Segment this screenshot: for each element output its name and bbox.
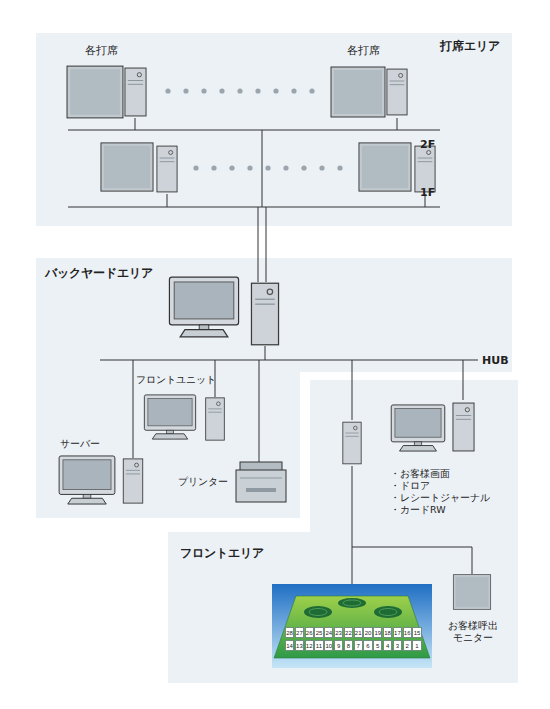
bay-number: 2 (403, 640, 412, 651)
backyard-devices (59, 277, 286, 504)
bay-number: 10 (324, 640, 333, 651)
drop-wire (463, 360, 464, 400)
bay-number: 14 (285, 640, 294, 651)
tower-pc (453, 403, 474, 451)
feature-item: ・レシートジャーナル (390, 492, 490, 503)
bay-number: 4 (383, 640, 392, 651)
front-devices (272, 403, 491, 668)
bay-number: 18 (383, 627, 392, 638)
bay-number: 1 (412, 640, 421, 651)
bay-number: 20 (363, 627, 372, 638)
feature-item: ・ドロア (390, 480, 430, 491)
drop-wire (352, 466, 353, 586)
floor-label: 2F (420, 138, 435, 151)
device-label: お客様呼出 モニター (444, 620, 502, 644)
bay-screen (67, 66, 123, 118)
device-label: プリンター (178, 476, 228, 488)
device-label: 各打席 (85, 44, 118, 57)
bay-number: 9 (334, 640, 343, 651)
branch-wire (352, 547, 472, 574)
riser-wire (262, 130, 263, 207)
area-shape (168, 380, 518, 683)
bay-number: 13 (295, 640, 304, 651)
bay-board (272, 584, 432, 668)
drop-wire (259, 360, 260, 462)
tower-pc (157, 146, 177, 192)
device-label: サーバー (60, 438, 100, 450)
bay-screen (331, 67, 385, 117)
bay-number: 27 (295, 627, 304, 638)
bay-number: 25 (314, 627, 323, 638)
feature-item: ・カードRW (390, 504, 446, 515)
bay-screen (359, 143, 411, 191)
bay-number: 11 (314, 640, 323, 651)
call-screen (453, 575, 490, 610)
drop-wire (167, 194, 168, 207)
bay-number: 24 (324, 627, 333, 638)
drop-wire (135, 118, 136, 130)
wiring (68, 118, 478, 586)
bay-number: 8 (344, 640, 353, 651)
area-title: 打席エリア (440, 39, 500, 53)
bay-number: 3 (393, 640, 402, 651)
tower-pc (125, 68, 146, 116)
area-title: フロントエリア (180, 546, 264, 560)
tower-pc (415, 146, 435, 192)
drop-wire (265, 346, 266, 360)
monitor (391, 405, 445, 451)
bay-number: 26 (305, 627, 314, 638)
floor-bus (68, 207, 440, 208)
ellipsis-dots (165, 88, 342, 170)
bay-screen (101, 143, 153, 191)
bay-devices (67, 66, 435, 192)
drop-wire (133, 360, 134, 458)
tower-pc (251, 283, 278, 345)
drop-wire (397, 118, 398, 130)
bay-number: 5 (373, 640, 382, 651)
monitor (59, 456, 115, 504)
riser-wire (266, 207, 267, 282)
tower-pc (206, 398, 225, 440)
bay-number: 17 (393, 627, 402, 638)
printer-icon (236, 462, 286, 502)
device-label: フロントユニット (136, 374, 216, 386)
hub-label: HUB (482, 354, 509, 367)
tower-pc (387, 69, 407, 115)
drop-wire (215, 360, 216, 397)
bay-number: 6 (363, 640, 372, 651)
tower-pc (123, 459, 142, 503)
bay-number: 15 (412, 627, 421, 638)
bay-number: 19 (373, 627, 382, 638)
monitor (144, 395, 195, 439)
hub-bus (100, 360, 478, 361)
bay-number: 21 (354, 627, 363, 638)
area-title: バックヤードエリア (45, 266, 153, 280)
bay-number: 22 (344, 627, 353, 638)
bay-number: 7 (354, 640, 363, 651)
bay-number: 16 (403, 627, 412, 638)
riser-wire (258, 207, 259, 282)
tower-pc (343, 422, 361, 464)
drop-wire (352, 360, 353, 420)
bay-number: 28 (285, 627, 294, 638)
monitor (169, 277, 238, 337)
bay-number: 12 (305, 640, 314, 651)
device-label: 各打席 (347, 44, 380, 57)
bay-number: 23 (334, 627, 343, 638)
floor-label: 1F (420, 186, 435, 199)
feature-item: ・お客様画面 (390, 468, 450, 479)
floor-bus (68, 130, 440, 131)
